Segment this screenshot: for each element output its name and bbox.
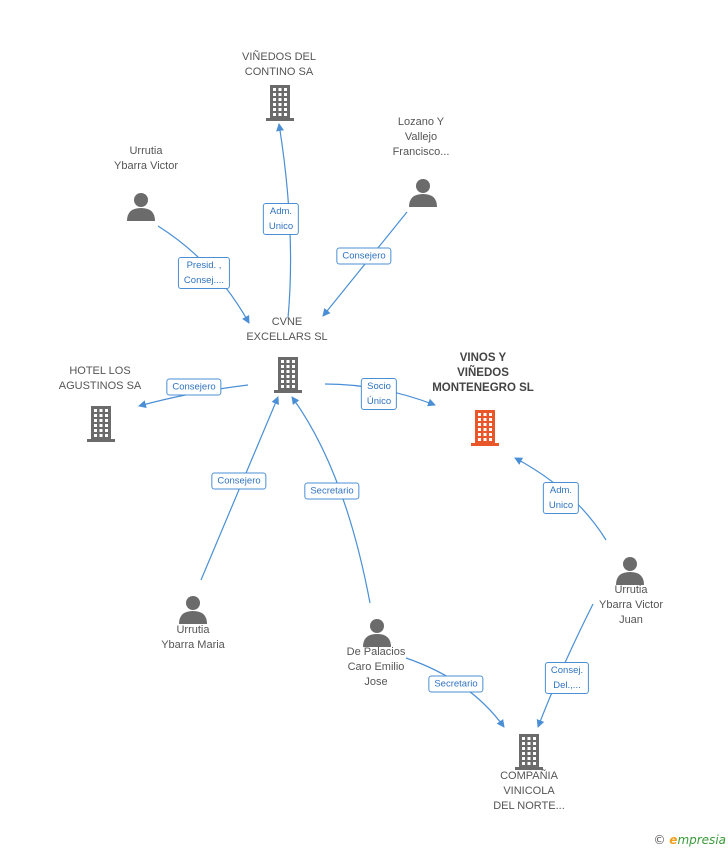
- node-label-urrutia-ybarra-victor-juan[interactable]: Urrutia Ybarra Victor Juan: [599, 584, 663, 626]
- node-label-cvne[interactable]: CVNE EXCELLARS SL: [246, 316, 328, 343]
- node-label-compania-vinicola[interactable]: COMPAÑIA VINICOLA DEL NORTE...: [493, 770, 565, 812]
- node-label-lozano-vallejo[interactable]: Lozano Y Vallejo Francisco...: [392, 116, 450, 158]
- node-label-de-palacios[interactable]: De Palacios Caro Emilio Jose: [346, 646, 406, 688]
- brand-initial: e: [669, 833, 678, 847]
- building-icon[interactable]: [266, 85, 294, 121]
- building-icon[interactable]: [471, 410, 499, 446]
- node-label-vinedos-contino[interactable]: VIÑEDOS DEL CONTINO SA: [242, 51, 316, 78]
- node-label-urrutia-ybarra-maria[interactable]: Urrutia Ybarra Maria: [161, 624, 225, 651]
- edge-de-palacios-to-compania-vinicola: [405, 657, 505, 728]
- building-icon[interactable]: [274, 357, 302, 393]
- edge-label[interactable]: Consejero: [211, 472, 267, 490]
- edge-label[interactable]: Secretario: [428, 675, 484, 693]
- edge-label[interactable]: Adm. Unico: [542, 482, 580, 514]
- empresia-watermark: © empresia: [653, 833, 726, 847]
- person-icon[interactable]: [127, 193, 155, 221]
- edge-label[interactable]: Adm. Unico: [262, 203, 300, 235]
- brand-name: mpresia: [677, 833, 726, 847]
- edge-label[interactable]: Secretario: [304, 482, 360, 500]
- edge-label[interactable]: Presid. , Consej....: [177, 257, 231, 289]
- edge-label[interactable]: Socio Único: [360, 378, 398, 410]
- edge-label[interactable]: Consej. Del.,...: [544, 662, 590, 694]
- building-icon[interactable]: [515, 734, 543, 770]
- copyright-symbol: ©: [653, 833, 666, 847]
- node-label-hotel-agustinos[interactable]: HOTEL LOS AGUSTINOS SA: [58, 365, 142, 392]
- edge-label[interactable]: Consejero: [336, 247, 392, 265]
- building-icon[interactable]: [87, 406, 115, 442]
- edge-label[interactable]: Consejero: [166, 378, 222, 396]
- person-icon[interactable]: [616, 557, 644, 585]
- node-label-vinos-montenegro[interactable]: VINOS Y VIÑEDOS MONTENEGRO SL: [432, 352, 534, 394]
- node-label-urrutia-ybarra-victor[interactable]: Urrutia Ybarra Victor: [114, 145, 178, 172]
- person-icon[interactable]: [363, 619, 391, 647]
- edge-de-palacios-to-cvne: [291, 396, 371, 604]
- person-icon[interactable]: [179, 596, 207, 624]
- person-icon[interactable]: [409, 179, 437, 207]
